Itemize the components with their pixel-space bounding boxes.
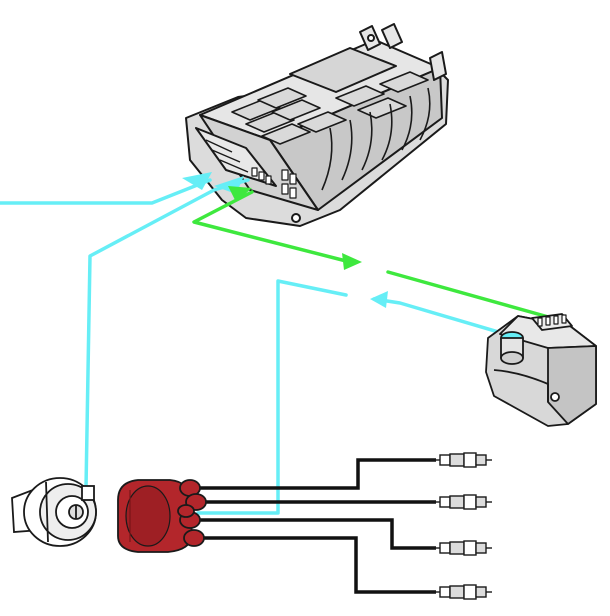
ht-leads [196, 458, 436, 594]
spark-plug-icon [430, 540, 492, 556]
ht-lead-4 [200, 536, 436, 594]
ht-lead-1 [200, 458, 436, 490]
wire-input-left [0, 178, 212, 205]
wire-hall-sender [84, 178, 250, 490]
spark-plug-icon [430, 494, 492, 510]
wire-coil-to-cap [196, 279, 348, 515]
distributor-cap-icon [117, 479, 207, 553]
spark-plug-icon [430, 584, 492, 600]
spark-plugs [430, 452, 492, 600]
ht-lead-3 [196, 518, 436, 550]
wire-coil-return [372, 297, 514, 338]
wire-ecu-to-coil [192, 190, 352, 264]
hall-sender-icon [11, 477, 97, 547]
spark-plug-icon [430, 452, 492, 468]
ignition-coil-icon [485, 313, 597, 427]
signal-wires [0, 172, 514, 515]
control-wires [192, 186, 554, 320]
engine-control-unit-icon [185, 23, 449, 227]
wire-ecu-to-coil-b [386, 270, 554, 320]
